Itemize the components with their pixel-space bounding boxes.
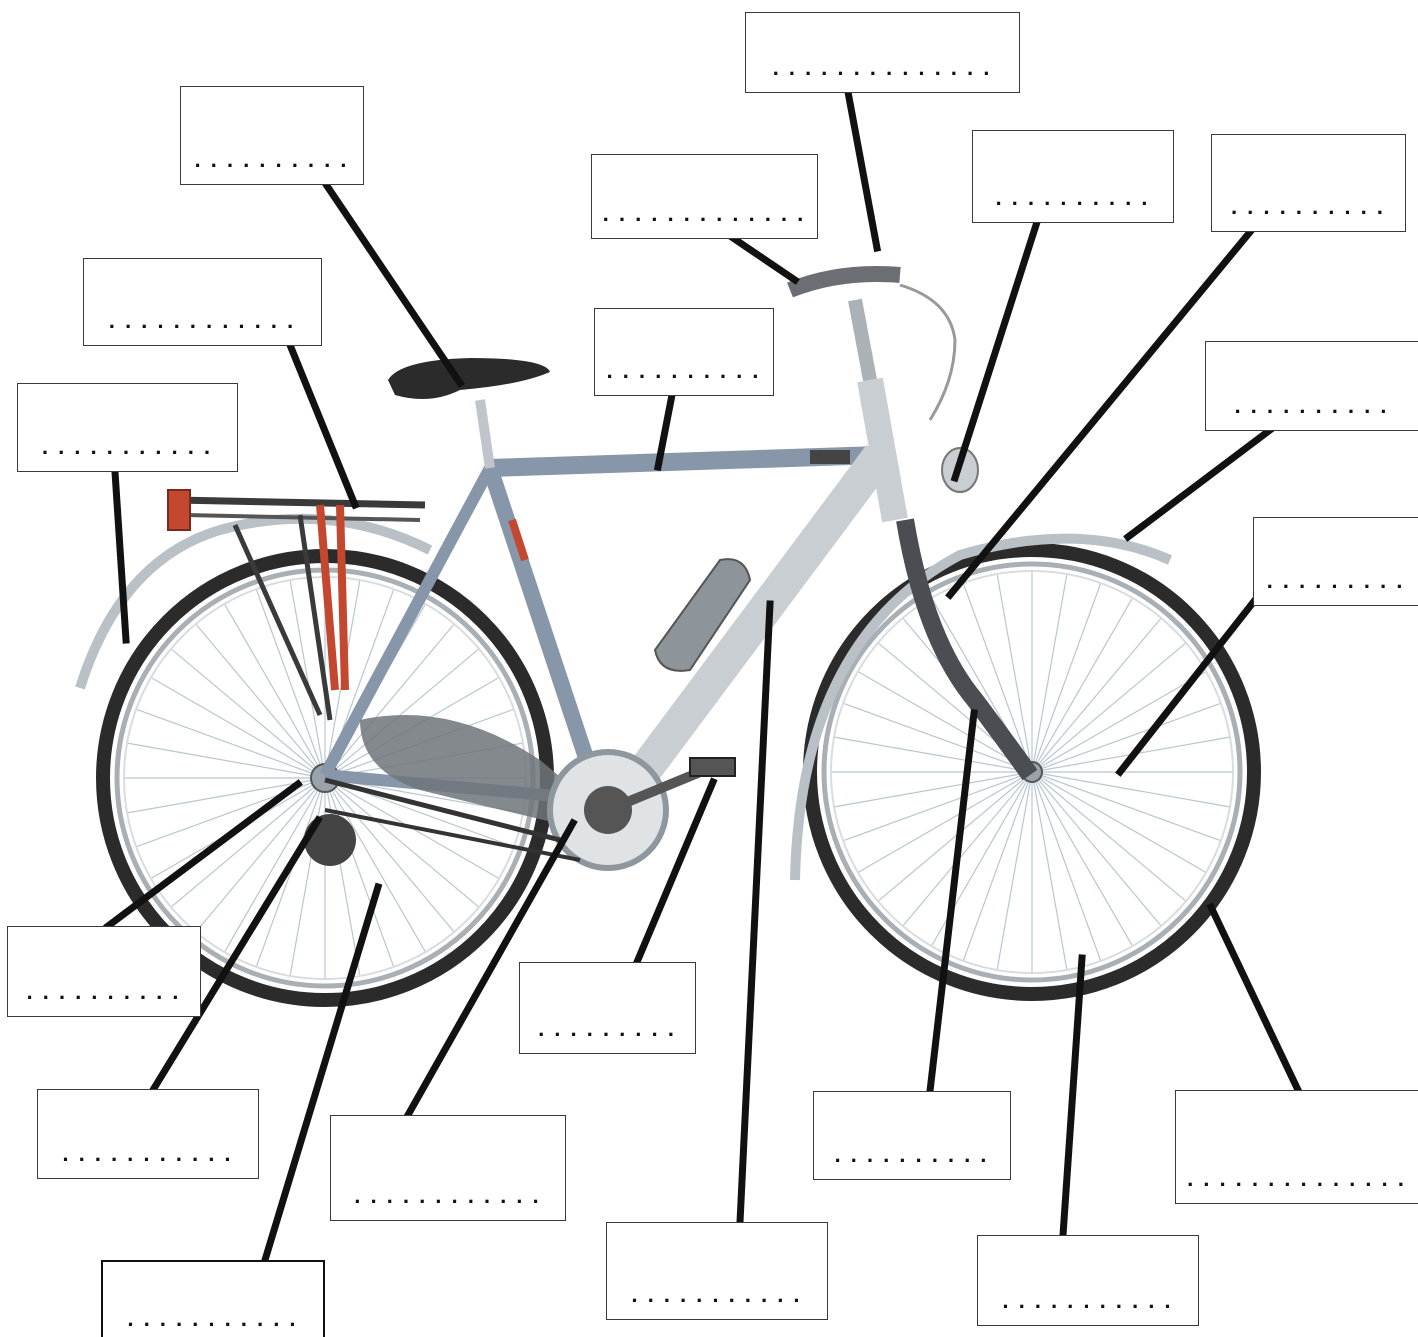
label-box-front-tyre[interactable]: ........... (977, 1235, 1199, 1326)
label-box-spokes[interactable]: ......... (1253, 517, 1418, 606)
label-box-brake-lever[interactable]: .............. (745, 12, 1020, 93)
label-blank-handlebar-grip[interactable]: ............. (592, 203, 817, 228)
label-box-rear-carrier[interactable]: ............ (83, 258, 322, 346)
label-box-pedal[interactable]: ......... (519, 962, 696, 1054)
label-blank-headlight[interactable]: .......... (973, 187, 1173, 212)
label-box-front-mudguard[interactable]: .......... (1205, 341, 1418, 431)
label-box-handlebar-grip[interactable]: ............. (591, 154, 818, 239)
label-blank-front-brake[interactable]: .......... (1212, 196, 1405, 221)
label-blank-rear-mudguard[interactable]: ........... (18, 436, 237, 461)
label-blank-spokes[interactable]: ......... (1254, 570, 1418, 595)
label-blank-fork[interactable]: .......... (814, 1144, 1010, 1169)
label-blank-down-tube[interactable]: ........... (607, 1284, 827, 1309)
label-blank-saddle[interactable]: .......... (181, 149, 363, 174)
label-blank-rear-hub[interactable]: .......... (8, 981, 200, 1006)
label-blank-chainring[interactable]: ............ (331, 1185, 565, 1210)
label-blank-rim[interactable]: .............. (1176, 1168, 1418, 1193)
label-box-headlight[interactable]: .......... (972, 130, 1174, 223)
label-blank-chain[interactable]: ........... (103, 1308, 323, 1333)
label-box-rim[interactable]: .............. (1175, 1090, 1418, 1204)
label-box-saddle[interactable]: .......... (180, 86, 364, 185)
label-box-chain[interactable]: ........... (101, 1260, 325, 1337)
label-blank-brake-lever[interactable]: .............. (746, 57, 1019, 82)
label-box-derailleur[interactable]: ........... (37, 1089, 259, 1179)
label-blank-front-tyre[interactable]: ........... (978, 1290, 1198, 1315)
label-box-chainring[interactable]: ............ (330, 1115, 566, 1221)
saddle-shape (388, 358, 550, 399)
label-blank-rear-carrier[interactable]: ............ (84, 310, 321, 335)
label-blank-front-mudguard[interactable]: .......... (1206, 395, 1418, 420)
label-box-rear-mudguard[interactable]: ........... (17, 383, 238, 472)
label-blank-pedal[interactable]: ......... (520, 1018, 695, 1043)
label-blank-derailleur[interactable]: ........... (38, 1143, 258, 1168)
label-box-rear-hub[interactable]: .......... (7, 926, 201, 1017)
label-box-fork[interactable]: .......... (813, 1091, 1011, 1180)
label-box-down-tube[interactable]: ........... (606, 1222, 828, 1320)
label-box-front-brake[interactable]: .......... (1211, 134, 1406, 232)
label-blank-top-tube[interactable]: .......... (595, 360, 773, 385)
label-box-top-tube[interactable]: .......... (594, 308, 774, 396)
